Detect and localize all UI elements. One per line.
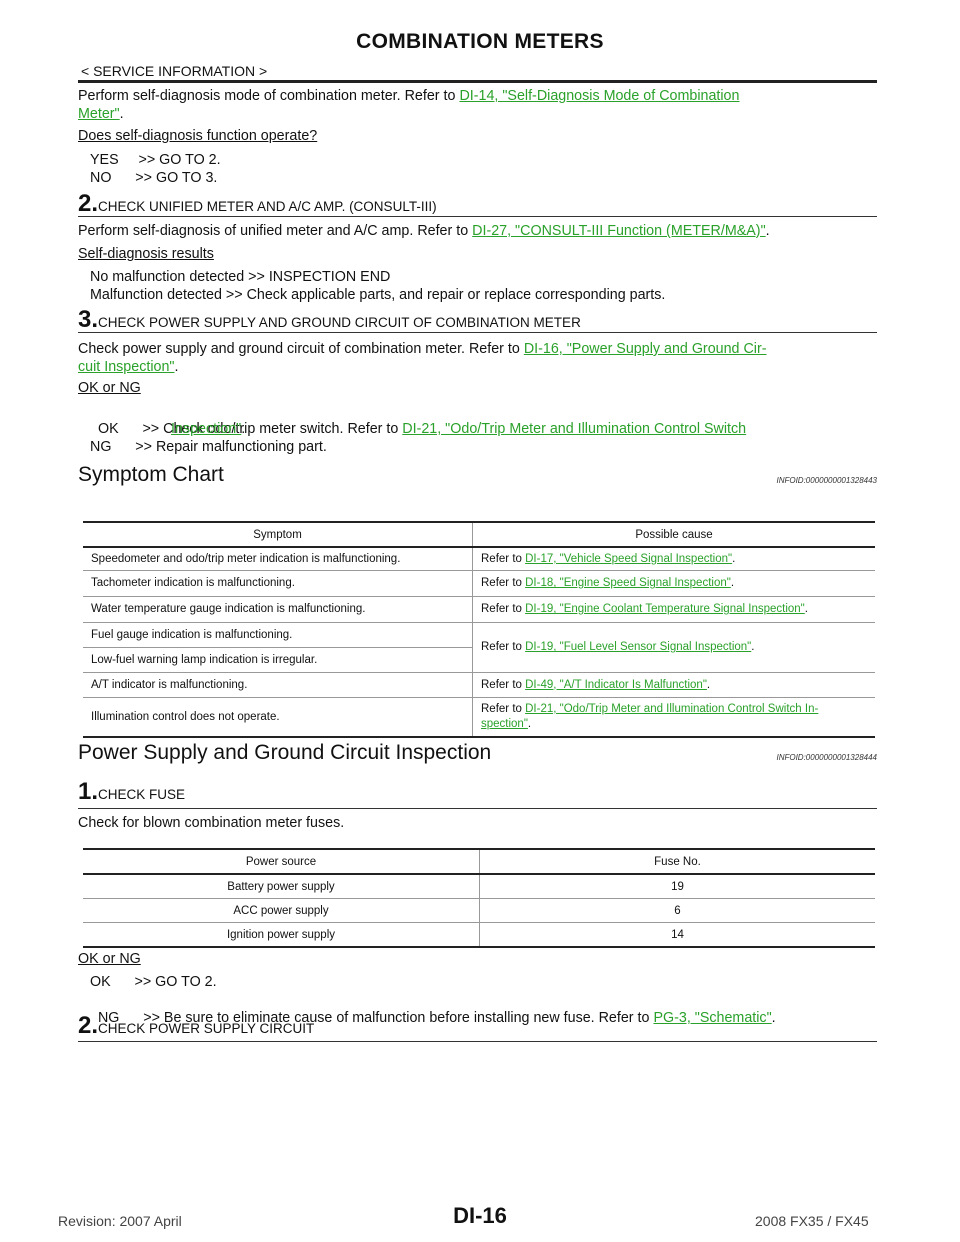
footer-model: 2008 FX35 / FX45 [755, 1213, 869, 1229]
link-illumination-cont[interactable]: spection" [481, 717, 528, 730]
footer-page-number: DI-16 [453, 1203, 507, 1228]
table-row: A/T indicator is malfunctioning. Refer t… [83, 672, 875, 698]
okng-label: OK or NG [78, 380, 141, 396]
table-row: Fuel gauge indication is malfunctioning.… [83, 622, 875, 673]
power-answer-ok: OK >> GO TO 2. [90, 974, 217, 990]
power-answer-ng: NG >> Be sure to eliminate cause of malf… [97, 1010, 776, 1026]
answer-ok: OK >> Check odo/trip meter switch. Refer… [97, 421, 747, 437]
step-2-text: Perform self-diagnosis of unified meter … [78, 223, 770, 239]
header-rule [78, 80, 877, 83]
link-at-indicator[interactable]: DI-49, "A/T Indicator Is Malfunction" [525, 678, 707, 691]
divider [78, 1041, 877, 1042]
question: Does self-diagnosis function operate? [78, 128, 318, 144]
step-3-heading: 3.CHECK POWER SUPPLY AND GROUND CIRCUIT … [78, 306, 581, 333]
step-2-heading: 2.CHECK UNIFIED METER AND A/C AMP. (CONS… [78, 190, 437, 217]
section-label: < SERVICE INFORMATION > [81, 63, 268, 79]
table-header: Symptom Possible cause [83, 522, 875, 548]
power-step-1-heading: 1.CHECK FUSE [78, 778, 186, 805]
link-power-supply-cont[interactable]: cuit Inspection" [78, 359, 175, 375]
link-engine-speed[interactable]: DI-18, "Engine Speed Signal Inspection" [525, 577, 731, 589]
table-header: Power source Fuse No. [83, 849, 875, 875]
result-2: Malfunction detected >> Check applicable… [90, 287, 666, 303]
divider [78, 332, 877, 333]
table-row: Illumination control does not operate. R… [83, 697, 875, 738]
link-consult[interactable]: DI-27, "CONSULT-III Function (METER/M&A)… [472, 223, 766, 239]
header-symptom: Symptom [83, 522, 473, 548]
table-row: ACC power supply 6 [83, 898, 875, 923]
table-row: Low-fuel warning lamp indication is irre… [83, 647, 875, 673]
link-odo-trip-cont[interactable]: Inspection" [171, 421, 242, 437]
divider [78, 808, 877, 809]
link-schematic[interactable]: PG-3, "Schematic" [653, 1010, 772, 1026]
link-odo-trip[interactable]: DI-21, "Odo/Trip Meter and Illumination … [402, 421, 747, 437]
footer-revision: Revision: 2007 April [58, 1213, 182, 1229]
infoid: INFOID:0000000001328444 [776, 753, 877, 762]
answer-yes: YES >> GO TO 2. [90, 152, 221, 168]
table-row: Ignition power supply 14 [83, 922, 875, 948]
step-3-text: Check power supply and ground circuit of… [78, 341, 767, 375]
answer-ng: NG >> Repair malfunctioning part. [90, 439, 327, 455]
power-step-1-text: Check for blown combination meter fuses. [78, 815, 345, 831]
infoid: INFOID:0000000001328443 [776, 476, 877, 485]
divider [78, 216, 877, 217]
page-title: COMBINATION METERS [356, 30, 604, 53]
table-row: Battery power supply 19 [83, 874, 875, 899]
intro-paragraph: Perform self-diagnosis mode of combinati… [78, 88, 740, 122]
link-self-diagnosis[interactable]: DI-14, "Self-Diagnosis Mode of Combinati… [459, 88, 740, 104]
power-okng-label: OK or NG [78, 951, 141, 967]
link-fuel-level[interactable]: DI-19, "Fuel Level Sensor Signal Inspect… [525, 641, 752, 653]
header-cause: Possible cause [472, 522, 875, 548]
answer-ok-cont: Inspection". [171, 421, 246, 437]
table-row: Speedometer and odo/trip meter indicatio… [83, 547, 875, 571]
table-row: Tachometer indication is malfunctioning.… [83, 570, 875, 597]
fuse-table: Power source Fuse No. Battery power supp… [83, 848, 875, 948]
table-row: Water temperature gauge indication is ma… [83, 596, 875, 623]
link-vehicle-speed[interactable]: DI-17, "Vehicle Speed Signal Inspection" [525, 552, 733, 565]
link-illumination[interactable]: DI-21, "Odo/Trip Meter and Illumination … [525, 702, 819, 715]
power-step-2-heading: 2.CHECK POWER SUPPLY CIRCUIT [78, 1012, 315, 1039]
symptom-table: Symptom Possible cause Speedometer and o… [83, 521, 875, 738]
link-self-diagnosis-cont[interactable]: Meter" [78, 106, 120, 122]
symptom-chart-title: Symptom Chart [78, 463, 224, 486]
result-1: No malfunction detected >> INSPECTION EN… [90, 269, 391, 285]
link-coolant-temp[interactable]: DI-19, "Engine Coolant Temperature Signa… [525, 603, 805, 615]
answer-no: NO >> GO TO 3. [90, 170, 218, 186]
results-label: Self-diagnosis results [78, 246, 214, 262]
power-section-title: Power Supply and Ground Circuit Inspecti… [78, 741, 492, 764]
link-power-supply[interactable]: DI-16, "Power Supply and Ground Cir- [523, 341, 767, 357]
